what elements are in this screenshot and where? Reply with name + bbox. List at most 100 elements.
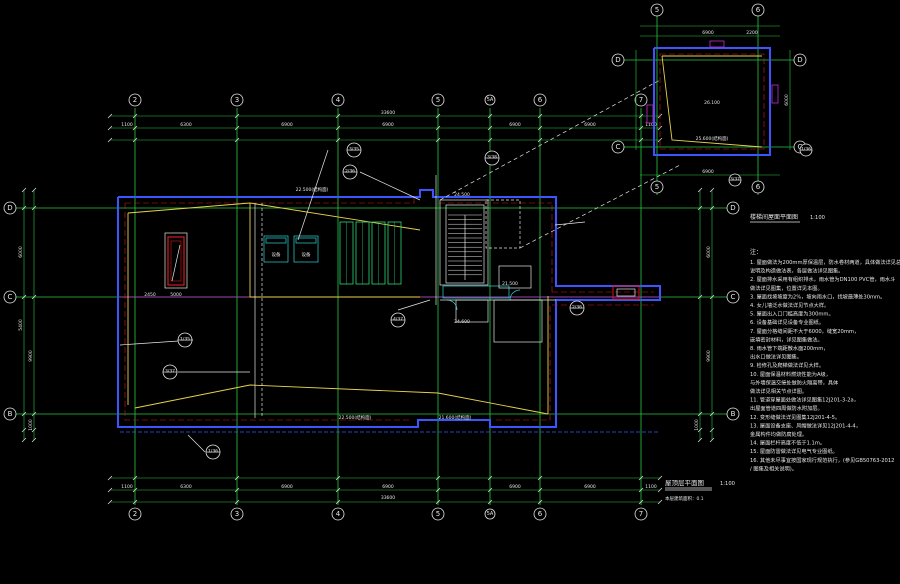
note-line: 12. 变形缝做法详见图集12J201-4-5。 [750,413,840,421]
detail-elev-b: 25.600(结构面) [696,135,729,142]
detail-bubble-5-top: 5 [655,6,659,14]
dim-bay-1: 6300 [180,122,192,128]
dimension-chains [21,113,715,505]
note-line: 9. 检修孔及爬梯做法详见大样。 [750,361,824,369]
detail-dim-bottom: 6900 [702,169,714,175]
dim-left-1: 6000 [18,246,24,258]
callout-text-6: 4/37 [393,317,403,323]
grid-bubble-2-bottom: 2 [133,510,137,518]
note-line: 1. 屋面做法为200mm厚保温层，防水卷材两道，具体做法详见总 [750,258,900,266]
callout-text-8: 2/36 [572,305,582,311]
grid-bubble-7-top: 7 [639,96,643,104]
equipment-pad-1: 设备 [263,235,289,263]
detail-dim-side: 6000 [784,94,790,106]
detail-bubble-6-bottom: 6 [756,183,761,191]
note-line: 出水口做法详见图集。 [750,353,802,361]
elev-roof-top: 22.500(结构面) [296,186,329,193]
callout-7: 3/38 [484,150,500,166]
callout-5: 1/36 [187,434,221,460]
callout-6: 4/37 [390,299,431,328]
dim-inner-1: 2450 [144,292,156,298]
detail-bubble-5-bottom: 5 [655,183,659,191]
note-line: 金属构件均做防腐处理。 [750,430,807,438]
plan-scale: 1:100 [720,481,735,487]
dim-right-offset: 1100 [645,122,657,128]
detail-callout-b: 1/36 [801,147,811,153]
dim-bay-4: 6900 [509,122,521,128]
elev-stair-a: 24.500 [454,192,470,198]
callout-1: 3/35 [297,142,362,241]
grid-bubble-3-bottom: 3 [235,510,239,518]
detail-callouts: 3/35 2/36 1/35 3/37 1/36 4/37 [119,79,681,460]
callout-text-4: 3/37 [165,369,175,375]
elev-stair-c: 21.500 [502,281,518,287]
roof-features: 设备 设备 [164,221,640,300]
grid-bubble-5a-top: 5A [487,97,494,103]
equipment-label-2: 设备 [302,251,311,258]
dim-left-3: 9900 [28,350,34,362]
callout-text-2: 2/36 [345,169,355,175]
plan-subtitle: 本层建筑面积：0.1 [665,495,704,502]
note-line: / 图集及相关说明)。 [750,464,797,472]
grid-bubble-2-top: 2 [133,96,137,104]
note-line: 7. 屋面分格缝间距不大于6000，缝宽20mm， [750,327,859,335]
general-notes: 楼梯间屋面平面图 1:100 注： 1. 屋面做法为200mm厚保温层，防水卷材… [750,213,900,472]
dimension-texts: 33600 33600 6300 6900 6900 6900 6900 110… [18,110,712,501]
grid-bubble-5-bottom: 5 [436,510,440,518]
dim-left-offset: 1100 [121,122,133,128]
roof-grate-strips [339,221,402,285]
callout-text-7: 3/38 [487,155,497,161]
grid-bubble-3-top: 3 [235,96,239,104]
stair-core [435,175,556,343]
note-line: 4. 女儿墙泛水做法详见节点大样。 [750,301,829,309]
note-line: 3. 屋面找坡坡度为2%，坡向雨水口，找坡最薄处30mm。 [750,292,885,300]
note-line: 出屋面管道四周做防水附加层。 [750,404,823,412]
grid-bubbles-bottom: 2 3 4 5 5A 6 7 [128,507,648,521]
callout-3: 1/35 [119,332,194,348]
dim-inner-2: 5000 [170,292,182,298]
detail-bubble-d-right: D [797,56,802,64]
equipment-pad-2: 设备 [293,235,319,263]
dim-bay-5-bottom: 6900 [584,484,596,490]
dim-right-1: 6000 [706,246,712,258]
dim-left-4: 1000 [28,419,34,431]
roof-parapet [117,189,661,433]
dim-right-3: 1000 [694,419,700,431]
note-line: 做法详见相关节点详图。 [750,387,807,395]
grid-lines [15,108,728,505]
detail-dim-top-2: 2200 [746,30,758,36]
note-line: 16. 其他未尽事宜按国家现行规范执行，(参见GB50763-2012 [750,456,894,464]
note-line: 做法详见图集，位置详见本图。 [750,284,823,292]
dim-bay-4-bottom: 6900 [509,484,521,490]
note-line: 11. 管道穿屋面处做法详见图集12J201-3-2a， [750,396,859,404]
detail-callout-a: 3/37 [730,177,740,183]
notes-heading: 注： [750,248,762,256]
grid-bubble-7-bottom: 7 [639,510,643,518]
callout-text-3: 1/35 [180,337,190,343]
detail-bubble-c-right: C [798,143,803,151]
note-line: 说明及构造做法表，各层做法详见图集。 [750,267,843,275]
callout-8: 2/36 [554,221,586,316]
elevation-marks: 22.500(结构面) 22.500(结构面) 24.500 24.600 21… [296,186,518,421]
detail-dim-top-1: 6900 [702,30,714,36]
grid-bubbles-sides: D C B D C B [3,201,740,421]
grid-bubble-b-left: B [8,410,13,418]
note-line: 嵌填密封材料，详见图集做法。 [750,335,823,343]
callout-4: 3/37 [162,364,250,380]
grid-bubble-6-bottom: 6 [538,510,543,518]
grid-bubble-4-bottom: 4 [336,510,341,518]
roof-slope-lines [127,202,549,418]
note-line: 10. 屋面保温材料燃烧性能为A级， [750,370,831,378]
dim-bay-3-bottom: 6900 [382,484,394,490]
grid-bubble-5a-bottom: 5A [487,511,494,517]
elev-stair-b: 24.600 [454,319,470,325]
grid-bubble-6-top: 6 [538,96,543,104]
note-line: 与外墙保温交接处做防火隔离带，具体 [750,378,839,386]
note-line: 5. 屋面出入口门槛高度为300mm。 [750,310,834,318]
dim-bay-2: 6900 [281,122,293,128]
grid-bubble-5-top: 5 [436,96,440,104]
dim-left-offset-bottom: 1100 [121,484,133,490]
stair-roof-detail: 5 6 5 6 D C D C 6900 2200 6900 6000 26.1… [611,3,813,195]
